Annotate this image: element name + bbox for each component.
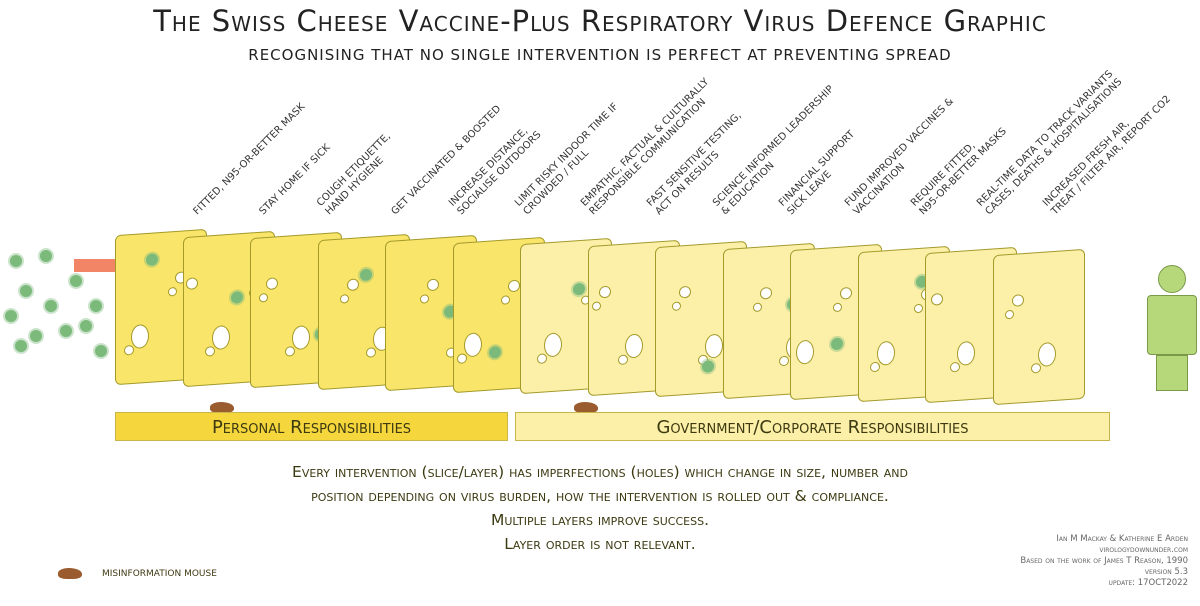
cheese-hole xyxy=(876,340,895,366)
virus-icon xyxy=(146,253,158,267)
virus-icon xyxy=(230,290,243,304)
cheese-hole xyxy=(679,285,691,299)
cheese-hole xyxy=(507,279,520,292)
cheese-hole xyxy=(500,294,510,305)
mouse-icon xyxy=(210,402,234,413)
cheese-hole xyxy=(759,286,772,300)
virus-icon xyxy=(95,345,107,357)
virus-icon xyxy=(359,267,372,281)
cheese-hole xyxy=(840,286,852,300)
cheese-hole xyxy=(544,332,562,358)
cheese-hole xyxy=(285,346,295,357)
virus-icon xyxy=(70,275,82,287)
cheese-slice xyxy=(992,248,1085,405)
cheese-hole xyxy=(617,353,628,365)
credit-line: update: 17OCT2022 xyxy=(1108,578,1188,588)
description-line: Multiple layers improve success. xyxy=(490,511,710,529)
layer-label: Increased fresh air, treat / filter air,… xyxy=(1041,93,1174,218)
description-line: Every intervention (slice/layer) has imp… xyxy=(292,463,908,481)
cheese-hole xyxy=(931,292,943,306)
cheese-hole xyxy=(204,345,215,357)
page-title: The Swiss Cheese Vaccine-Plus Respirator… xyxy=(153,4,1047,38)
cheese-hole xyxy=(796,339,814,365)
credit-line: Ian M Mackay & Katherine E Arden xyxy=(1056,534,1188,544)
cheese-hole xyxy=(672,301,681,312)
page-subtitle: Recognising that no single intervention … xyxy=(248,46,952,64)
cheese-hole xyxy=(185,276,198,290)
cheese-hole xyxy=(420,294,429,304)
cheese-hole xyxy=(950,361,960,373)
layer-label: Fund improved vaccines & vaccination xyxy=(843,95,956,218)
virus-icon xyxy=(40,250,52,262)
legend-mouse-label: Misinformation mouse xyxy=(102,569,217,579)
virus-icon xyxy=(60,325,72,337)
virus-icon xyxy=(90,300,102,312)
virus-icon xyxy=(30,330,42,342)
credit-line: virologydownunder.com xyxy=(1099,545,1188,555)
personal-responsibilities-bar: Personal Responsibilities xyxy=(115,412,508,441)
cheese-hole xyxy=(1037,341,1056,367)
layer-label: Cough etiquette, hand hygiene xyxy=(315,130,393,218)
cheese-hole xyxy=(346,277,359,291)
cheese-hole xyxy=(913,303,923,313)
virus-icon xyxy=(45,300,57,312)
cheese-hole xyxy=(124,344,134,356)
cheese-hole xyxy=(427,278,439,292)
virus-icon xyxy=(488,345,501,359)
cheese-hole xyxy=(752,301,762,312)
cheese-hole xyxy=(778,355,789,366)
description: Every intervention (slice/layer) has imp… xyxy=(150,460,1050,556)
virus-icon xyxy=(5,310,17,322)
cheese-hole xyxy=(833,302,842,313)
cheese-hole xyxy=(259,292,268,303)
credit-line: version 5.3 xyxy=(1144,567,1188,577)
virus-icon xyxy=(80,320,92,332)
cheese-hole xyxy=(292,325,310,351)
cheese-hole xyxy=(869,361,880,372)
cheese-hole xyxy=(456,352,467,364)
cheese-hole xyxy=(624,332,643,359)
layer-label: Science informed leadership & education xyxy=(711,83,837,218)
cheese-hole xyxy=(463,331,482,357)
cheese-hole xyxy=(339,293,349,304)
virus-icon xyxy=(573,282,585,296)
virus-icon xyxy=(15,340,27,352)
mouse-icon xyxy=(574,402,598,413)
legend-mouse-icon xyxy=(58,568,82,579)
cheese-hole xyxy=(537,353,547,365)
virus-icon xyxy=(702,360,714,373)
cheese-hole xyxy=(591,300,601,311)
virus-icon xyxy=(831,337,843,351)
government-responsibilities-bar: Government/Corporate Responsibilities xyxy=(515,412,1110,441)
cheese-hole xyxy=(957,340,975,366)
description-line: position depending on virus burden, how … xyxy=(311,487,889,505)
cheese-hole xyxy=(168,286,177,297)
person-icon xyxy=(1147,265,1197,391)
virus-icon xyxy=(10,255,22,267)
cheese-hole xyxy=(131,323,149,350)
cheese-hole xyxy=(365,346,376,358)
cheese-hole xyxy=(266,277,278,291)
cheese-hole xyxy=(598,285,611,298)
cheese-hole xyxy=(1004,309,1014,319)
description-line: Layer order is not relevant. xyxy=(504,535,696,553)
cheese-hole xyxy=(1011,293,1024,307)
credit-line: Based on the work of James T Reason, 199… xyxy=(1020,556,1188,566)
virus-icon xyxy=(20,285,32,297)
cheese-hole xyxy=(211,324,230,350)
cheese-hole xyxy=(1030,362,1041,374)
credits: Ian M Mackay & Katherine E Arden virolog… xyxy=(1020,534,1188,589)
cheese-hole xyxy=(705,333,723,359)
layer-label: Fitted, N95-or-better mask xyxy=(191,101,308,218)
